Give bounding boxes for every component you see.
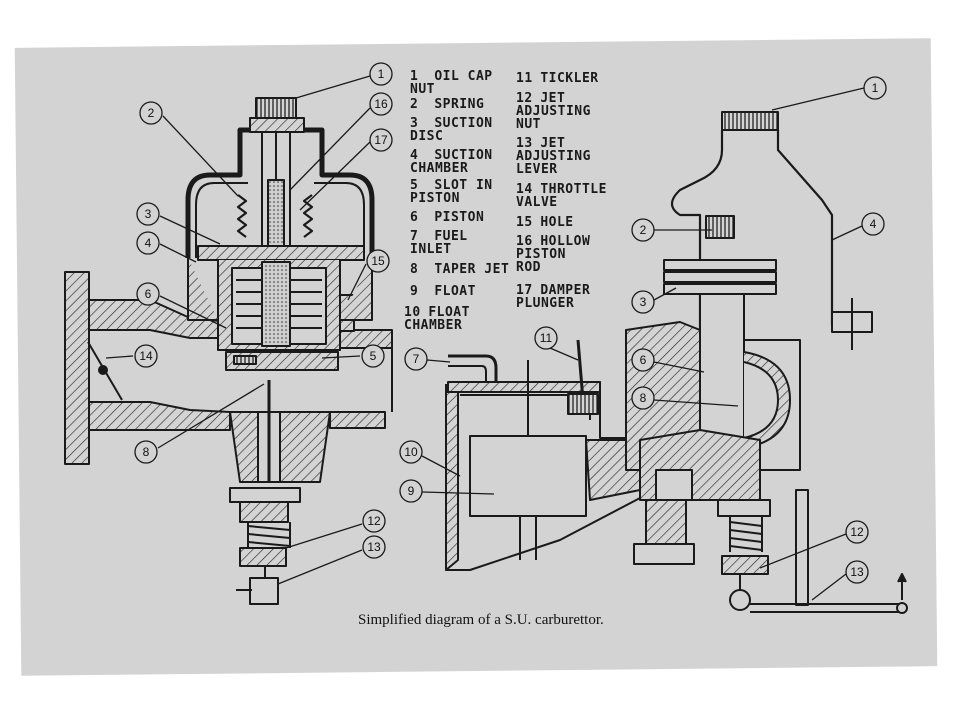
svg-text:7: 7 [413, 352, 420, 366]
legend-item-5: 5 SLOT IN PISTON [410, 178, 493, 206]
legend-item-17: 17 DAMPER PLUNGER [516, 283, 591, 311]
svg-text:5: 5 [370, 349, 377, 363]
svg-text:6: 6 [640, 353, 647, 367]
legend-item-12: 12 JET ADJUSTING NUT [516, 91, 591, 132]
callout-14: 14 [105, 344, 158, 368]
legend-item-2: 2 SPRING [410, 97, 485, 112]
svg-text:12: 12 [367, 514, 381, 528]
callout-8-left: 8 [134, 383, 265, 464]
svg-text:6: 6 [145, 287, 152, 301]
figure-caption: Simplified diagram of a S.U. carburettor… [358, 612, 604, 628]
callout-6-right: 6 [631, 348, 705, 373]
svg-text:4: 4 [145, 236, 152, 250]
callout-16: 16 [289, 92, 393, 191]
svg-text:3: 3 [640, 295, 647, 309]
svg-text:10: 10 [404, 445, 418, 459]
callout-17: 17 [299, 128, 393, 211]
left-section-view [64, 97, 393, 605]
callout-11: 11 [534, 326, 579, 361]
svg-text:1: 1 [378, 67, 385, 81]
legend-item-13: 13 JET ADJUSTING LEVER [516, 136, 591, 177]
callout-9: 9 [399, 479, 495, 503]
callout-3-right: 3 [631, 287, 677, 314]
legend-item-11: 11 TICKLER [516, 71, 599, 86]
callout-7: 7 [404, 347, 451, 371]
svg-text:8: 8 [640, 391, 647, 405]
legend-item-6: 6 PISTON [410, 210, 485, 225]
svg-text:11: 11 [540, 331, 553, 345]
svg-text:15: 15 [371, 254, 385, 268]
svg-text:3: 3 [145, 207, 152, 221]
svg-text:8: 8 [143, 445, 150, 459]
legend-item-9: 9 FLOAT [410, 284, 476, 299]
callout-2-left: 2 [139, 101, 239, 197]
callout-13-left: 13 [277, 535, 386, 585]
legend-item-7: 7 FUEL INLET [410, 229, 468, 257]
callout-6-left: 6 [136, 282, 227, 329]
callout-3-left: 3 [136, 202, 221, 245]
svg-text:17: 17 [374, 133, 388, 147]
svg-text:4: 4 [870, 217, 877, 231]
legend-item-15: 15 HOLE [516, 215, 574, 230]
legend-item-4: 4 SUCTION CHAMBER [410, 148, 493, 176]
callout-1-left: 1 [295, 62, 393, 99]
svg-text:14: 14 [139, 349, 153, 363]
legend-item-3: 3 SUCTION DISC [410, 116, 493, 144]
svg-text:16: 16 [374, 97, 388, 111]
callout-13-right: 13 [811, 560, 869, 601]
svg-text:1: 1 [872, 81, 879, 95]
callout-4-left: 4 [136, 231, 197, 263]
callout-1-right: 1 [771, 76, 887, 111]
svg-text:2: 2 [148, 106, 155, 120]
callout-4-right: 4 [831, 212, 885, 241]
svg-text:13: 13 [850, 565, 864, 579]
legend-item-16: 16 HOLLOW PISTON ROD [516, 234, 591, 275]
svg-text:2: 2 [640, 223, 647, 237]
callout-8-right: 8 [631, 386, 739, 410]
callout-10: 10 [399, 440, 461, 477]
callout-5: 5 [321, 344, 385, 368]
svg-text:9: 9 [408, 484, 415, 498]
callout-12-left: 12 [285, 509, 386, 549]
legend-item-10: 10 FLOAT CHAMBER [404, 305, 470, 333]
svg-text:12: 12 [850, 525, 864, 539]
legend-item-14: 14 THROTTLE VALVE [516, 182, 607, 210]
callout-12-right: 12 [759, 520, 869, 569]
legend-item-1: 1 OIL CAP NUT [410, 69, 493, 97]
svg-text:13: 13 [367, 540, 381, 554]
callout-15: 15 [347, 249, 390, 301]
callout-2-right: 2 [631, 218, 712, 242]
legend-item-8: 8 TAPER JET [410, 262, 510, 277]
